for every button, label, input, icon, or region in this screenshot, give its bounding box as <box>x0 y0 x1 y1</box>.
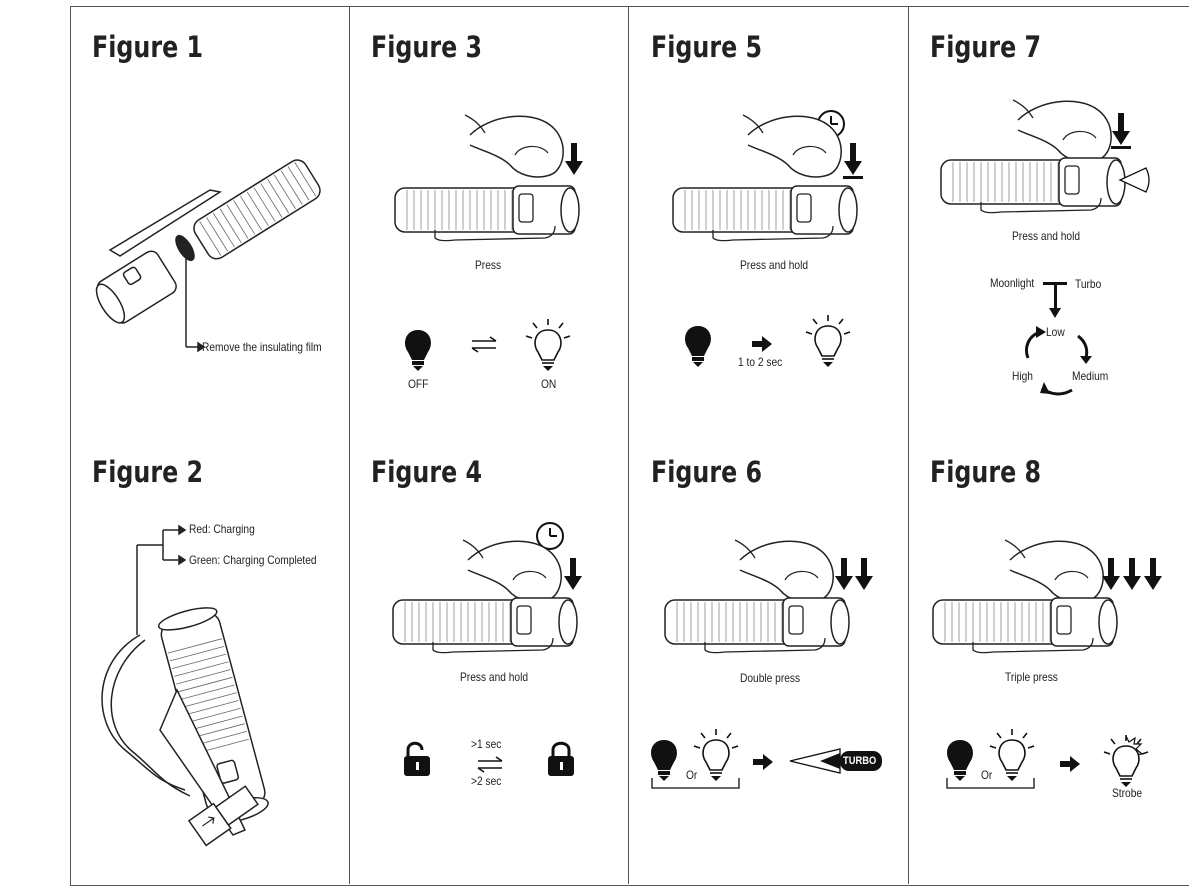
press-and-hold-label: Press and hold <box>460 670 529 684</box>
column-divider <box>349 6 350 884</box>
flashlight-icon <box>392 597 578 654</box>
beam-icon <box>789 748 882 774</box>
flashlight-icon <box>95 159 321 353</box>
flashlight-icon <box>940 157 1126 214</box>
bulb-on-icon <box>525 318 571 372</box>
column-divider <box>908 6 909 884</box>
off-label: OFF <box>408 377 429 391</box>
high-label: High <box>1012 369 1033 383</box>
figure-6-title: Figure 6 <box>651 455 763 489</box>
turbo-badge: TURBO <box>843 755 877 767</box>
column-divider <box>628 6 629 884</box>
double-press-label: Double press <box>740 671 801 685</box>
turbo-label: Turbo <box>1075 277 1102 291</box>
bulb-off-icon <box>405 330 431 371</box>
strobe-bulb-icon <box>1103 734 1149 788</box>
on-label: ON <box>541 377 557 391</box>
flashlight-icon <box>672 185 858 242</box>
press-label: Press <box>475 258 502 272</box>
bracket <box>651 778 740 789</box>
charging-green-label: Green: Charging Completed <box>189 553 317 567</box>
low-label: Low <box>1046 325 1065 339</box>
flashlight-icon <box>664 597 850 654</box>
right-arrow-icon <box>1060 756 1080 772</box>
or-label: Or <box>686 768 698 782</box>
figure-7-title: Figure 7 <box>930 30 1042 64</box>
figure-5-title: Figure 5 <box>651 30 763 64</box>
lock-open-icon <box>404 741 430 776</box>
insulating-film-note: Remove the insulating film <box>202 340 322 354</box>
triple-press-label: Triple press <box>1005 670 1058 684</box>
down-arrow-icon <box>565 143 583 175</box>
swap-arrows-icon <box>471 336 497 353</box>
beam-icon <box>1118 167 1150 193</box>
right-arrow-icon <box>753 754 773 770</box>
gt-2-sec-label: >2 sec <box>471 774 502 788</box>
charging-red-label: Red: Charging <box>189 522 255 536</box>
bulb-off-icon <box>685 326 711 367</box>
lock-closed-icon <box>548 741 574 776</box>
press-and-hold-label: Press and hold <box>1012 229 1081 243</box>
figure-4-title: Figure 4 <box>371 455 483 489</box>
or-label: Or <box>981 768 993 782</box>
moonlight-label: Moonlight <box>990 276 1035 290</box>
figure-2-title: Figure 2 <box>92 455 204 489</box>
flashlight-icon <box>394 185 580 242</box>
swap-arrows-icon <box>477 756 503 773</box>
duration-label: 1 to 2 sec <box>738 355 783 369</box>
press-and-hold-label: Press and hold <box>740 258 809 272</box>
charging-illustration <box>101 524 269 847</box>
gt-1-sec-label: >1 sec <box>471 737 502 751</box>
bulb-on-icon <box>805 314 851 368</box>
figure-3-title: Figure 3 <box>371 30 483 64</box>
flashlight-icon <box>932 597 1118 654</box>
figure-1-title: Figure 1 <box>92 30 204 64</box>
bracket <box>946 778 1035 789</box>
down-arrow-icon <box>1111 113 1131 149</box>
strobe-label: Strobe <box>1112 786 1143 800</box>
medium-label: Medium <box>1072 369 1109 383</box>
down-arrow-icon <box>843 143 863 179</box>
mode-cycle-icon <box>1025 282 1092 396</box>
figure-8-title: Figure 8 <box>930 455 1042 489</box>
right-arrow-icon <box>752 336 772 352</box>
